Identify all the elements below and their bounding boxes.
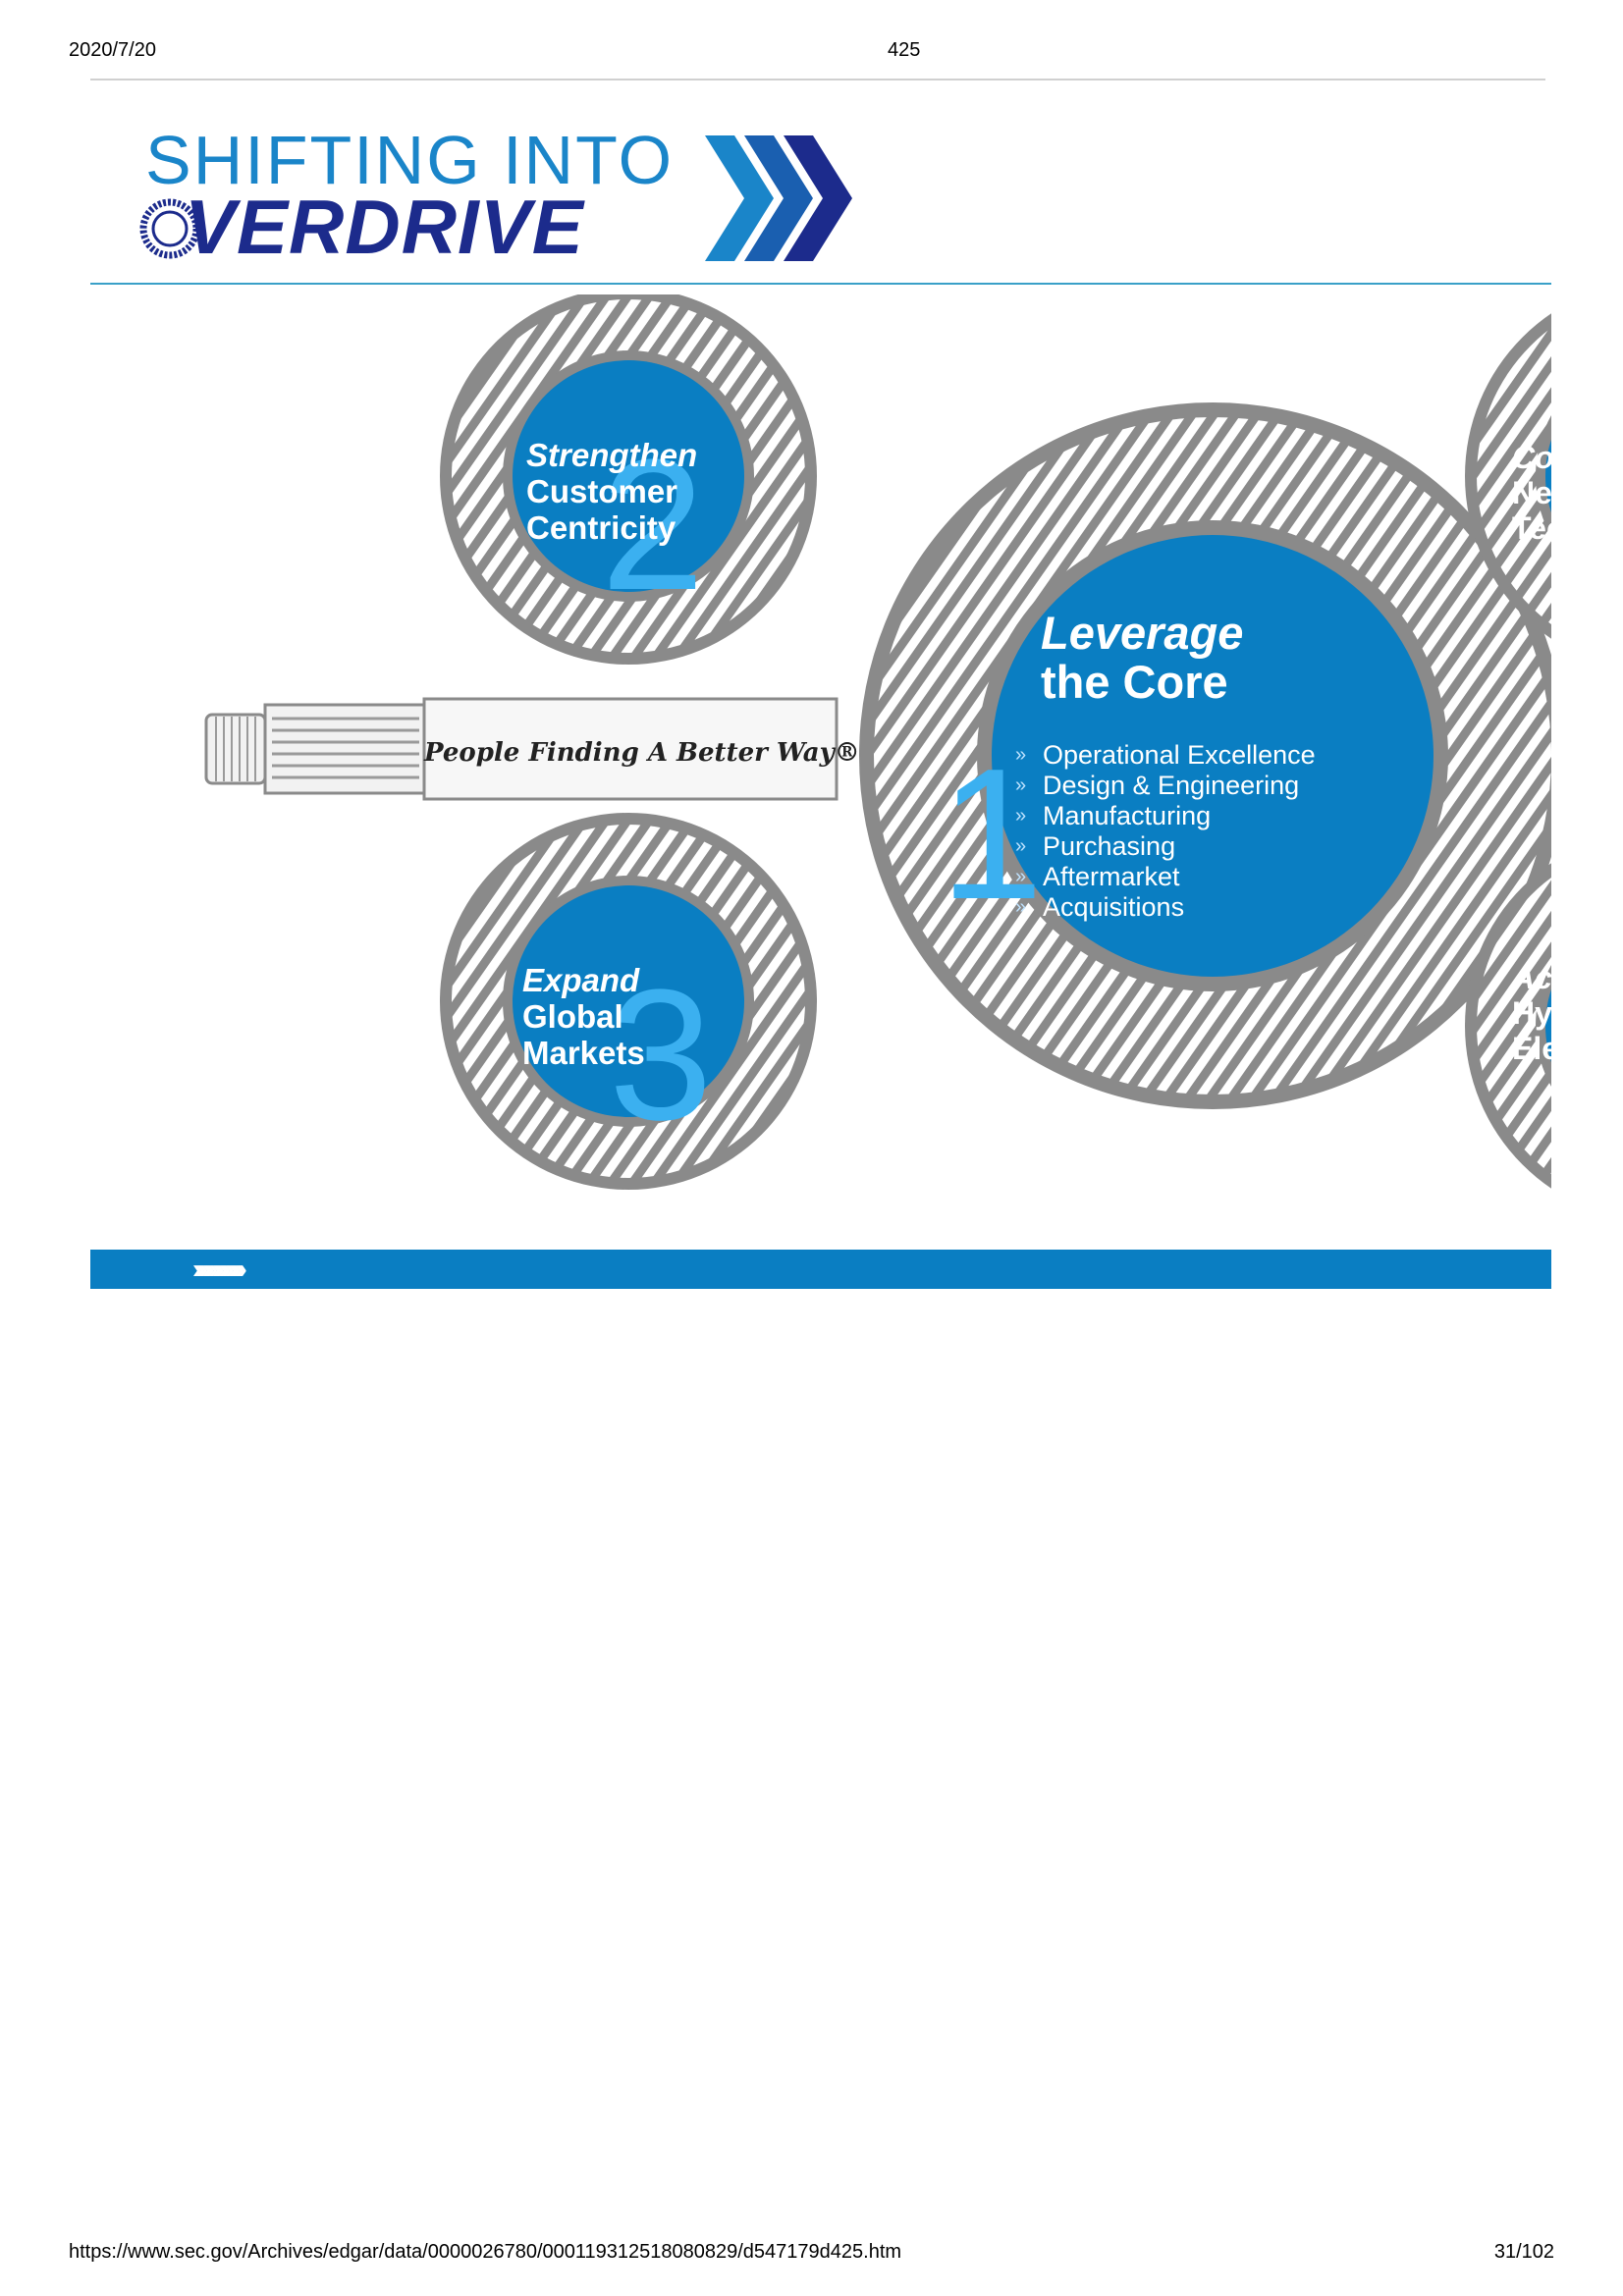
logo-line1: SHIFTING INTO [145, 122, 675, 198]
list-item: »Aftermarket [1015, 862, 1180, 891]
gear-4-partial-icon [1465, 313, 1551, 639]
gear-3-number: 3 [609, 951, 713, 1159]
gear-2-line3: Centricity [526, 509, 676, 546]
list-item: »Design & Engineering [1015, 771, 1300, 800]
gear-2-icon [440, 294, 817, 665]
gear-5-partial-label: Ac Hy Ele [1512, 960, 1551, 1066]
gear-2-number: 2 [601, 421, 705, 629]
print-date: 2020/7/20 [69, 39, 156, 61]
gear-3-icon [440, 813, 817, 1190]
list-item: »Operational Excellence [1015, 740, 1316, 770]
print-url: https://www.sec.gov/Archives/edgar/data/… [69, 2241, 902, 2263]
gear-2-line2: Customer [526, 473, 678, 509]
logo-gear-icon [139, 198, 200, 259]
gear-3-line1: Expand [522, 962, 640, 998]
gear-3-line3: Markets [522, 1035, 645, 1071]
core-title-line2: the Core [1041, 656, 1228, 708]
gear-1-core-icon [859, 402, 1551, 1109]
logo-line2: VERDRIVE [185, 184, 584, 270]
core-number: 1 [940, 730, 1044, 938]
print-pager: 31/102 [1493, 2241, 1554, 2263]
gear-3-label: Expand Global Markets [522, 962, 645, 1071]
list-item: »Purchasing [1015, 831, 1176, 861]
core-title-line1: Leverage [1041, 607, 1244, 659]
slide-divider [90, 283, 1551, 285]
gear-3-line2: Global [522, 998, 623, 1035]
gear-artwork: 1 2 3 [204, 294, 1551, 1190]
core-list: »Operational Excellence »Design & Engine… [1015, 740, 1316, 923]
shaft-icon [204, 697, 839, 801]
header-divider [90, 79, 1545, 80]
gear-2-label: Strengthen Customer Centricity [526, 437, 697, 546]
bottom-bar: ››››››››››››››› [90, 1250, 1551, 1289]
print-page-label: 425 [888, 39, 921, 61]
gear-2-line1: Strengthen [526, 437, 698, 473]
core-title: Leverage the Core [1041, 609, 1243, 707]
slide: SHIFTING INTO VERDRIVE [90, 108, 1551, 1291]
logo-chevrons-icon [705, 135, 852, 261]
tagline: People Finding A Better Way® [424, 738, 860, 768]
bottom-bar-chevrons: ››››››››››››››› [192, 1254, 247, 1284]
gear-5-partial-icon [1465, 863, 1551, 1189]
gear-4-partial-label: Co Ne Tec [1512, 440, 1551, 546]
list-item: »Acquisitions [1015, 892, 1185, 922]
list-item: »Manufacturing [1015, 801, 1212, 830]
